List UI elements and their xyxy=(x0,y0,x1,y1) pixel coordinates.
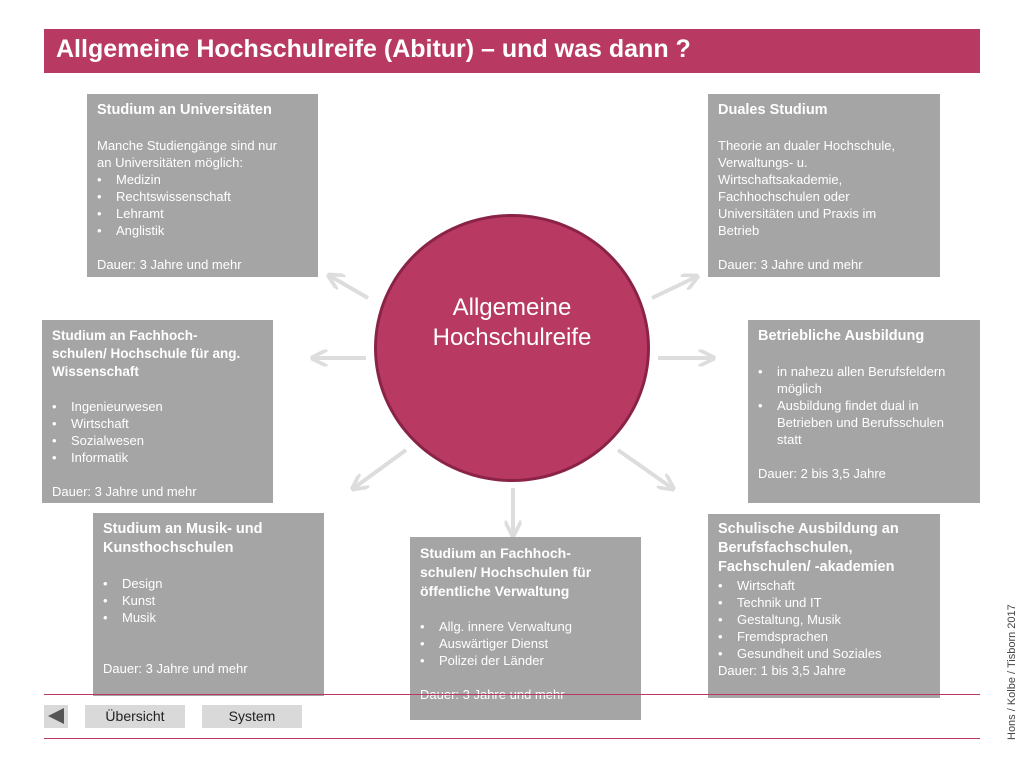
arrow-to-duales-studium xyxy=(651,277,696,300)
center-line-1: Allgemeine xyxy=(452,294,572,321)
box-text: Theorie an dualer Hochschule, xyxy=(718,138,896,153)
box-text: Wirtschaftsakademie, xyxy=(718,172,843,187)
box-duration: Dauer: 3 Jahre und mehr xyxy=(103,661,248,676)
divider-bottom xyxy=(44,738,980,739)
center-line-2: Hochschulreife xyxy=(432,324,592,351)
list-item-line: in nahezu allen Berufsfeldern xyxy=(777,364,946,379)
box-duration: Dauer: 1 bis 3,5 Jahre xyxy=(718,663,846,678)
list-item: Gesundheit und Soziales xyxy=(718,645,930,662)
arrow-to-musikhochschule xyxy=(354,448,408,488)
box-duration: Dauer: 3 Jahre und mehr xyxy=(97,257,242,272)
box-oeffentliche-verwaltung: Studium an Fachhoch- schulen/ Hochschule… xyxy=(410,537,641,720)
list-item: Gestaltung, Musik xyxy=(718,611,930,628)
list-item: Technik und IT xyxy=(718,594,930,611)
list-item-line: Ausbildung findet dual in xyxy=(777,398,919,413)
list-item: Informatik xyxy=(52,449,263,466)
list-item: Wirtschaft xyxy=(718,577,930,594)
box-title-1: Studium an Fachhoch- xyxy=(52,328,198,343)
box-title-2: Berufsfachschulen, xyxy=(718,540,853,556)
list-item: Polizei der Länder xyxy=(420,652,631,669)
author-credit: Hons / Kolbe / Tisborn 2017 xyxy=(1006,604,1018,740)
list-item: Wirtschaft xyxy=(52,415,263,432)
center-circle: Allgemeine Hochschulreife xyxy=(374,214,650,482)
box-title-1: Schulische Ausbildung an xyxy=(718,521,899,537)
box-title-1: Studium an Fachhoch- xyxy=(420,545,571,561)
box-title-1: Studium an Musik- und xyxy=(103,521,263,537)
box-title: Duales Studium xyxy=(718,102,828,118)
list-item: Sozialwesen xyxy=(52,432,263,449)
box-duration: Dauer: 3 Jahre und mehr xyxy=(718,257,863,272)
list-item: Lehramt xyxy=(97,205,308,222)
box-text: Verwaltungs- u. xyxy=(718,155,808,170)
list-item: Medizin xyxy=(97,171,308,188)
box-title: Betriebliche Ausbildung xyxy=(758,328,925,344)
list-item-line: möglich xyxy=(777,381,822,396)
list-item-line: Betrieben und Berufsschulen xyxy=(777,415,944,430)
page-title: Allgemeine Hochschulreife (Abitur) – und… xyxy=(56,35,691,63)
list-item: in nahezu allen Berufsfeldern möglich xyxy=(758,363,970,397)
list-item: Musik xyxy=(103,609,314,626)
list-item: Auswärtiger Dienst xyxy=(420,635,631,652)
box-text: Betrieb xyxy=(718,223,760,238)
box-text: Manche Studiengänge sind nur xyxy=(97,138,277,153)
box-title-2: Kunsthochschulen xyxy=(103,540,234,556)
box-title-2: schulen/ Hochschule für ang. xyxy=(52,346,241,361)
box-title-3: öffentliche Verwaltung xyxy=(420,583,570,599)
title-bar: Allgemeine Hochschulreife (Abitur) – und… xyxy=(44,29,980,73)
box-duration: Dauer: 2 bis 3,5 Jahre xyxy=(758,466,886,481)
list-item: Ingenieurwesen xyxy=(52,398,263,415)
overview-button[interactable]: Übersicht xyxy=(85,705,185,728)
list-item: Fremdsprachen xyxy=(718,628,930,645)
box-duales-studium: Duales Studium Theorie an dualer Hochsch… xyxy=(708,94,940,277)
back-arrow-icon[interactable] xyxy=(44,705,68,728)
box-title: Studium an Universitäten xyxy=(97,102,272,118)
box-fachhochschule: Studium an Fachhoch- schulen/ Hochschule… xyxy=(42,320,273,503)
list-item: Allg. innere Verwaltung xyxy=(420,618,631,635)
box-betriebliche-ausbildung: Betriebliche Ausbildung in nahezu allen … xyxy=(748,320,980,503)
list-item: Kunst xyxy=(103,592,314,609)
arrow-to-schulische-ausbildung xyxy=(616,448,672,488)
list-item: Anglistik xyxy=(97,222,308,239)
box-title-3: Fachschulen/ -akademien xyxy=(718,559,895,575)
box-text: Universitäten und Praxis im xyxy=(718,206,877,221)
box-text: Fachhochschulen oder xyxy=(718,189,850,204)
box-universitaeten: Studium an Universitäten Manche Studieng… xyxy=(87,94,318,277)
box-duration: Dauer: 3 Jahre und mehr xyxy=(52,484,197,499)
list-item: Ausbildung findet dual in Betrieben und … xyxy=(758,397,970,448)
box-text: an Universitäten möglich: xyxy=(97,155,243,170)
box-title-2: schulen/ Hochschulen für xyxy=(420,564,592,580)
box-musik-kunsthochschulen: Studium an Musik- und Kunsthochschulen D… xyxy=(93,513,324,696)
system-button[interactable]: System xyxy=(202,705,302,728)
box-title-3: Wissenschaft xyxy=(52,364,139,379)
list-item-line: statt xyxy=(777,432,802,447)
divider-top xyxy=(44,694,980,695)
box-schulische-ausbildung: Schulische Ausbildung an Berufsfachschul… xyxy=(708,514,940,698)
list-item: Rechtswissenschaft xyxy=(97,188,308,205)
list-item: Design xyxy=(103,575,314,592)
arrow-to-universitaet xyxy=(330,276,370,300)
